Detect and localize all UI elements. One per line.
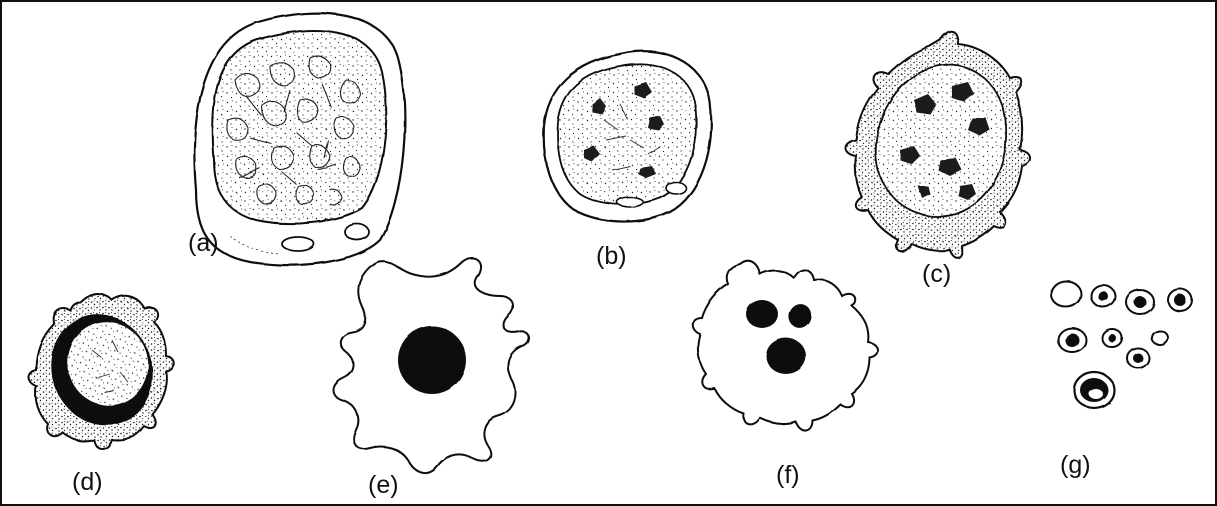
panel-label-e: (e) bbox=[368, 473, 399, 498]
cell-c bbox=[846, 31, 1031, 258]
panel-label-b: (b) bbox=[596, 244, 627, 269]
cell-f bbox=[693, 261, 878, 430]
panel-label-c: (c) bbox=[922, 262, 951, 287]
cell-b bbox=[544, 51, 712, 221]
panel-label-d: (d) bbox=[72, 470, 103, 495]
panel-label-f: (f) bbox=[776, 463, 800, 488]
cell-g-bodies bbox=[1051, 281, 1192, 408]
cell-a bbox=[194, 13, 404, 265]
panel-label-a: (a) bbox=[188, 231, 219, 256]
cell-e bbox=[333, 258, 529, 473]
cell-d bbox=[29, 294, 175, 450]
panel-label-g: (g) bbox=[1060, 453, 1091, 478]
